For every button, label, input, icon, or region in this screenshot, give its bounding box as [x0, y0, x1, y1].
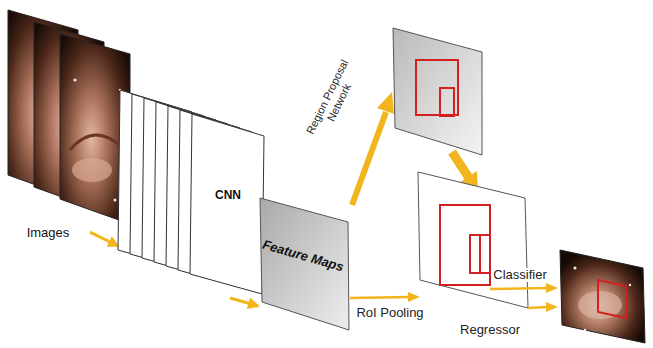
classifier-arrow [490, 283, 558, 293]
output-photo [560, 250, 645, 343]
roi-sheet [480, 235, 490, 273]
roi-arrow [350, 297, 410, 298]
flow-arrow [90, 232, 118, 246]
regressor-arrow [528, 307, 548, 308]
output-photo [598, 280, 626, 318]
image-stack-shape [5, 5, 90, 245]
roi-arrow [350, 292, 420, 302]
classifier-arrow [490, 288, 548, 289]
tissue-fold [70, 135, 125, 150]
proposal-sheet [393, 28, 482, 155]
regressor-label: Regressor [458, 323, 522, 338]
output-photo [560, 250, 645, 343]
classifier-label: Classifier [491, 268, 548, 283]
bubble [74, 79, 77, 82]
regressor-arrow [528, 302, 558, 312]
rpn-arrow [377, 92, 394, 114]
roi-arrow [408, 292, 420, 302]
proposal-sheet [416, 60, 458, 115]
feature-maps: Feature Maps [258, 198, 350, 330]
output-photo [629, 284, 631, 286]
roi-sheet [440, 205, 490, 285]
rpn-arrow [352, 112, 386, 205]
feature-map-sheet [260, 198, 349, 330]
down-arrow [452, 152, 469, 178]
roi-label: RoI Pooling [354, 306, 425, 321]
bubble [114, 199, 117, 202]
rpn-label: Region Proposal Network [299, 48, 367, 153]
rpn-arrow [352, 92, 394, 205]
node-text: CNN [215, 189, 241, 203]
proposal-sheet [393, 28, 482, 155]
tissue-fold [72, 158, 112, 182]
output-photo [574, 267, 577, 270]
regressor-arrow [546, 302, 558, 312]
classifier-arrow [546, 283, 558, 293]
flow-arrow [230, 298, 258, 306]
image-stack: Images [5, 5, 90, 245]
cnn-sheet [190, 114, 264, 294]
cnn-stack-shape [118, 88, 268, 298]
node-text: Images [27, 226, 70, 241]
proposal-sheet [440, 88, 454, 116]
cnn-stack: CNN [118, 88, 268, 298]
output-photo [584, 329, 587, 332]
roi-sheet [470, 235, 480, 273]
